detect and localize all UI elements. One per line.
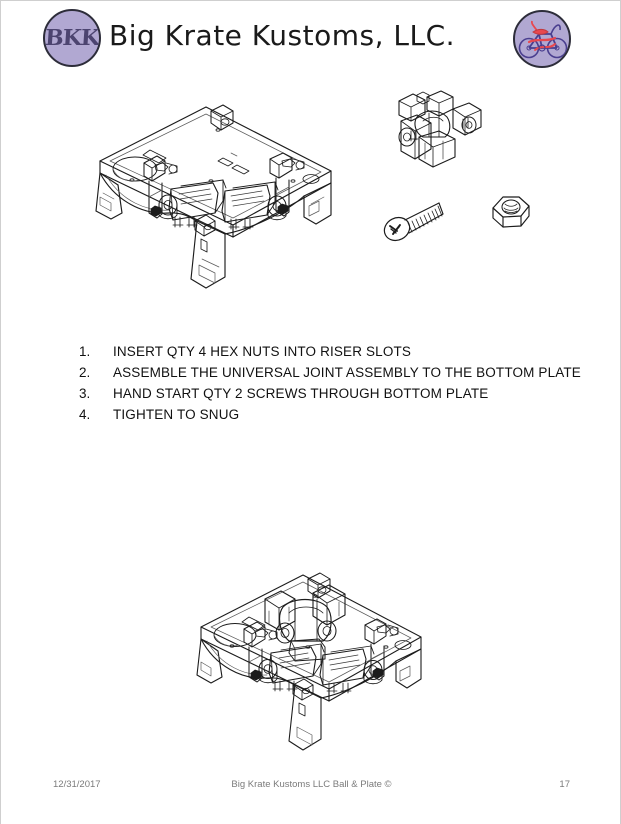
footer-title: Big Krate Kustoms LLC Ball & Plate © xyxy=(231,779,392,790)
figure-bottom-plate-with-servos xyxy=(73,93,363,303)
step-number: 1. xyxy=(79,344,91,359)
figure-universal-joint-assembly xyxy=(383,87,498,177)
list-item: 4. TIGHTEN TO SNUG xyxy=(79,407,579,428)
krate-bicycle-icon xyxy=(513,10,571,68)
step-text: HAND START QTY 2 SCREWS THROUGH BOTTOM P… xyxy=(113,386,489,401)
figure-pan-head-phillips-screw xyxy=(379,189,459,251)
list-item: 3. HAND START QTY 2 SCREWS THROUGH BOTTO… xyxy=(79,386,579,407)
footer-page-number: 17 xyxy=(559,779,570,790)
list-item: 1. INSERT QTY 4 HEX NUTS INTO RISER SLOT… xyxy=(79,344,579,365)
bkk-monogram-label: BKK xyxy=(44,25,100,51)
instruction-steps-list: 1. INSERT QTY 4 HEX NUTS INTO RISER SLOT… xyxy=(79,344,581,428)
step-number: 3. xyxy=(79,386,91,401)
krate-bicycle-glyph xyxy=(518,20,568,59)
step-text: TIGHTEN TO SNUG xyxy=(113,407,240,422)
step-number: 2. xyxy=(79,365,91,380)
step-number: 4. xyxy=(79,407,91,422)
bkk-monogram-icon: BKK xyxy=(43,9,101,67)
page-header: BKK Big Krate Kustoms, LLC. xyxy=(1,7,621,68)
page-title: Big Krate Kustoms, LLC. xyxy=(109,19,456,52)
list-item: 2. ASSEMBLE THE UNIVERSAL JOINT ASSEMBLY… xyxy=(79,365,581,386)
page-footer: 12/31/2017 Big Krate Kustoms LLC Ball & … xyxy=(1,779,621,797)
footer-date: 12/31/2017 xyxy=(53,779,101,790)
figure-bottom-plate-with-universal-joint-installed xyxy=(177,563,449,761)
step-text: INSERT QTY 4 HEX NUTS INTO RISER SLOTS xyxy=(113,344,412,359)
figure-hex-nut xyxy=(481,191,539,241)
step-text: ASSEMBLE THE UNIVERSAL JOINT ASSEMBLY TO… xyxy=(113,365,581,380)
